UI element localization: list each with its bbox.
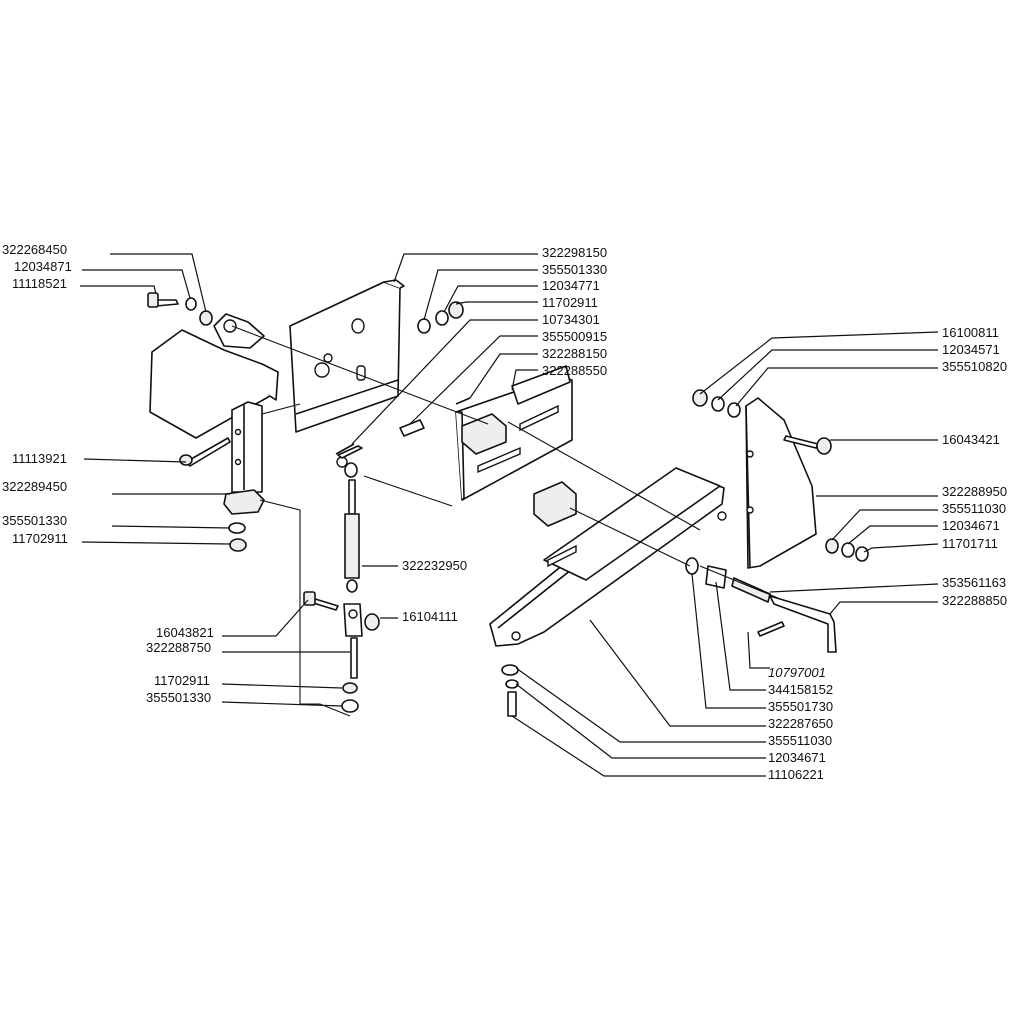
label-11702911-b: 11702911 — [154, 673, 210, 688]
label-355501730: 355501730 — [768, 699, 833, 714]
label-16043421: 16043421 — [942, 432, 1000, 447]
label-12034571: 12034571 — [942, 342, 1000, 357]
label-355501330-c: 355501330 — [542, 262, 607, 277]
label-322288550: 322288550 — [542, 363, 607, 378]
label-355511030-b: 355511030 — [768, 733, 832, 748]
label-12034771: 12034771 — [542, 278, 600, 293]
label-322288750: 322288750 — [146, 640, 211, 655]
label-11701711: 11701711 — [942, 536, 998, 551]
label-355501330-a: 355501330 — [2, 513, 67, 528]
left-bracket-assembly — [147, 292, 279, 552]
label-322288850: 322288850 — [942, 593, 1007, 608]
leader-lines — [80, 253, 939, 777]
back-plate — [289, 279, 464, 433]
label-16104111: 16104111 — [402, 609, 458, 624]
label-322287650: 322287650 — [768, 716, 833, 731]
label-11118521: 11118521 — [12, 276, 67, 291]
label-355510820: 355510820 — [942, 359, 1007, 374]
label-10734301: 10734301 — [542, 312, 600, 327]
label-355500915: 355500915 — [542, 329, 607, 344]
label-353561163: 353561163 — [942, 575, 1006, 590]
label-12034671-a: 12034671 — [942, 518, 1000, 533]
label-322298150: 322298150 — [542, 245, 607, 260]
label-344158152: 344158152 — [768, 682, 833, 697]
label-16043821: 16043821 — [156, 625, 214, 640]
label-11702911-c: 11702911 — [542, 295, 598, 310]
label-12034671-b: 12034671 — [768, 750, 826, 765]
label-355511030-a: 355511030 — [942, 501, 1006, 516]
pin-spring-group — [501, 557, 837, 717]
part-number-labels: 322268450 12034871 11118521 11113921 322… — [2, 242, 1007, 782]
label-11106221: 11106221 — [768, 767, 824, 782]
label-11702911-a: 11702911 — [12, 531, 68, 546]
gas-spring — [303, 445, 380, 713]
label-322288950: 322288950 — [942, 484, 1007, 499]
center-slide-plate — [335, 365, 577, 527]
label-355501330-b: 355501330 — [146, 690, 211, 705]
label-322268450: 322268450 — [2, 242, 67, 257]
label-10797001: 10797001 — [768, 665, 826, 680]
label-322289450: 322289450 — [2, 479, 67, 494]
lower-frame — [489, 467, 727, 647]
label-11113921: 11113921 — [12, 451, 67, 466]
right-gusset — [692, 389, 869, 569]
label-322288150: 322288150 — [542, 346, 607, 361]
label-12034871: 12034871 — [14, 259, 72, 274]
label-322232950: 322232950 — [402, 558, 467, 573]
label-16100811: 16100811 — [942, 325, 999, 340]
